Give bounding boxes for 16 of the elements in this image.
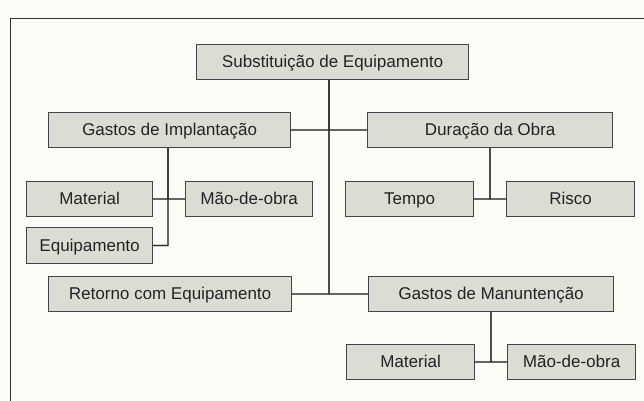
connector-line xyxy=(490,312,507,363)
category-box: Retorno com Equipamento xyxy=(48,276,292,312)
category-box: Substituição de Equipamento xyxy=(196,44,469,80)
connector-line xyxy=(489,148,506,200)
category-box: Mão-de-obra xyxy=(507,344,636,380)
category-box: Duração da Obra xyxy=(367,112,613,148)
category-box: Gastos de Manuntenção xyxy=(368,276,614,312)
category-box: Material xyxy=(26,181,153,217)
category-box: Tempo xyxy=(345,181,474,217)
category-box: Mão-de-obra xyxy=(185,181,313,217)
connector-line xyxy=(153,148,169,246)
category-box: Gastos de Implantação xyxy=(48,112,291,148)
category-box: Material xyxy=(346,344,475,380)
category-box: Risco xyxy=(506,181,635,217)
category-box: Equipamento xyxy=(26,227,153,264)
connector-line xyxy=(328,80,368,295)
